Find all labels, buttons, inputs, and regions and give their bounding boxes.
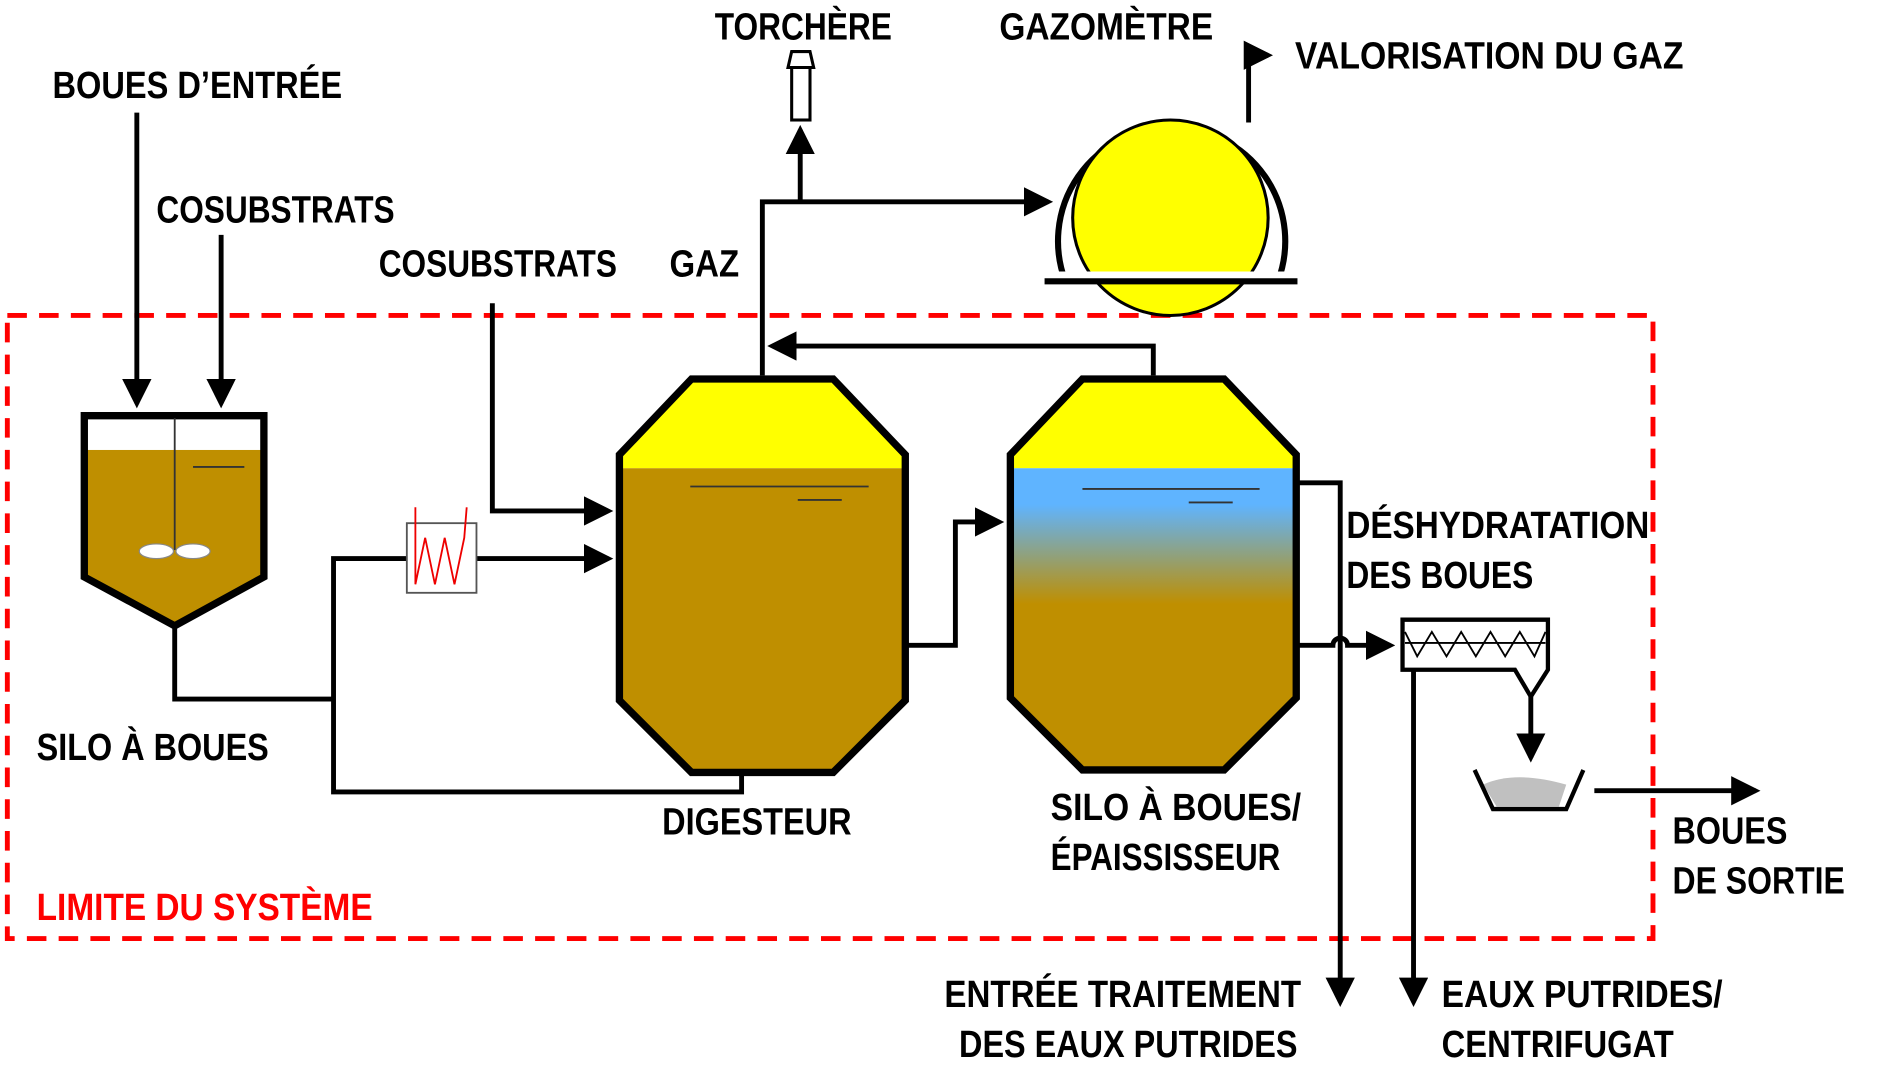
mixer-paddle-icon — [175, 543, 211, 560]
label-digester: DIGESTEUR — [662, 802, 851, 844]
mixer-paddle-icon — [138, 543, 175, 560]
label-system-boundary: LIMITE DU SYSTÈME — [37, 885, 373, 929]
label-sludge-in: BOUES D’ENTRÉE — [53, 63, 343, 107]
label-dewatering-2: DES BOUES — [1346, 555, 1533, 597]
pipe-digester-outlet — [905, 507, 1005, 648]
pipe-gas-return — [767, 331, 1156, 376]
torch-icon — [786, 50, 816, 122]
label-sludge-silo: SILO À BOUES — [37, 725, 269, 769]
label-centrate-1: EAUX PUTRIDES/ — [1442, 974, 1723, 1016]
system-boundary — [4, 313, 1656, 941]
label-sludge-out-2: DE SORTIE — [1673, 860, 1845, 902]
digester — [615, 375, 909, 777]
sludge-container-icon — [1472, 769, 1586, 812]
pipe-silo-outlet — [172, 625, 334, 702]
label-reject-treatment-1: ENTRÉE TRAITEMENT — [944, 972, 1301, 1016]
label-centrate-2: CENTRIFUGAT — [1442, 1024, 1674, 1066]
label-sludge-out-1: BOUES — [1673, 810, 1788, 852]
pipe-cosubstrates-digester — [489, 303, 614, 526]
label-reject-treatment-2: DES EAUX PUTRIDES — [959, 1024, 1297, 1066]
label-thickener-1: SILO À BOUES/ — [1051, 785, 1302, 829]
sludge-silo — [80, 411, 268, 630]
label-dewatering-1: DÉSHYDRATATION — [1346, 503, 1649, 547]
label-gas: GAZ — [670, 243, 740, 285]
label-cosubstrates-1: COSUBSTRATS — [156, 190, 394, 232]
pipe-gas-use — [1243, 40, 1274, 123]
label-thickener-2: ÉPAISSISSEUR — [1051, 835, 1281, 879]
label-gasholder: GAZOMÈTRE — [999, 4, 1213, 48]
label-torch: TORCHÈRE — [715, 4, 892, 48]
label-cosubstrates-2: COSUBSTRATS — [379, 243, 617, 285]
label-gas-use: VALORISATION DU GAZ — [1295, 36, 1684, 78]
dewatering-screw-icon — [1400, 617, 1551, 701]
pipe-supernatant — [1296, 480, 1355, 1007]
thickener — [1006, 375, 1300, 774]
pipe-to-dewatering — [1296, 630, 1396, 661]
gasholder-icon — [1044, 118, 1298, 318]
pipe-gas — [759, 187, 1054, 376]
heat-exchanger-icon — [405, 507, 478, 594]
pipe-recirculation — [331, 556, 745, 795]
